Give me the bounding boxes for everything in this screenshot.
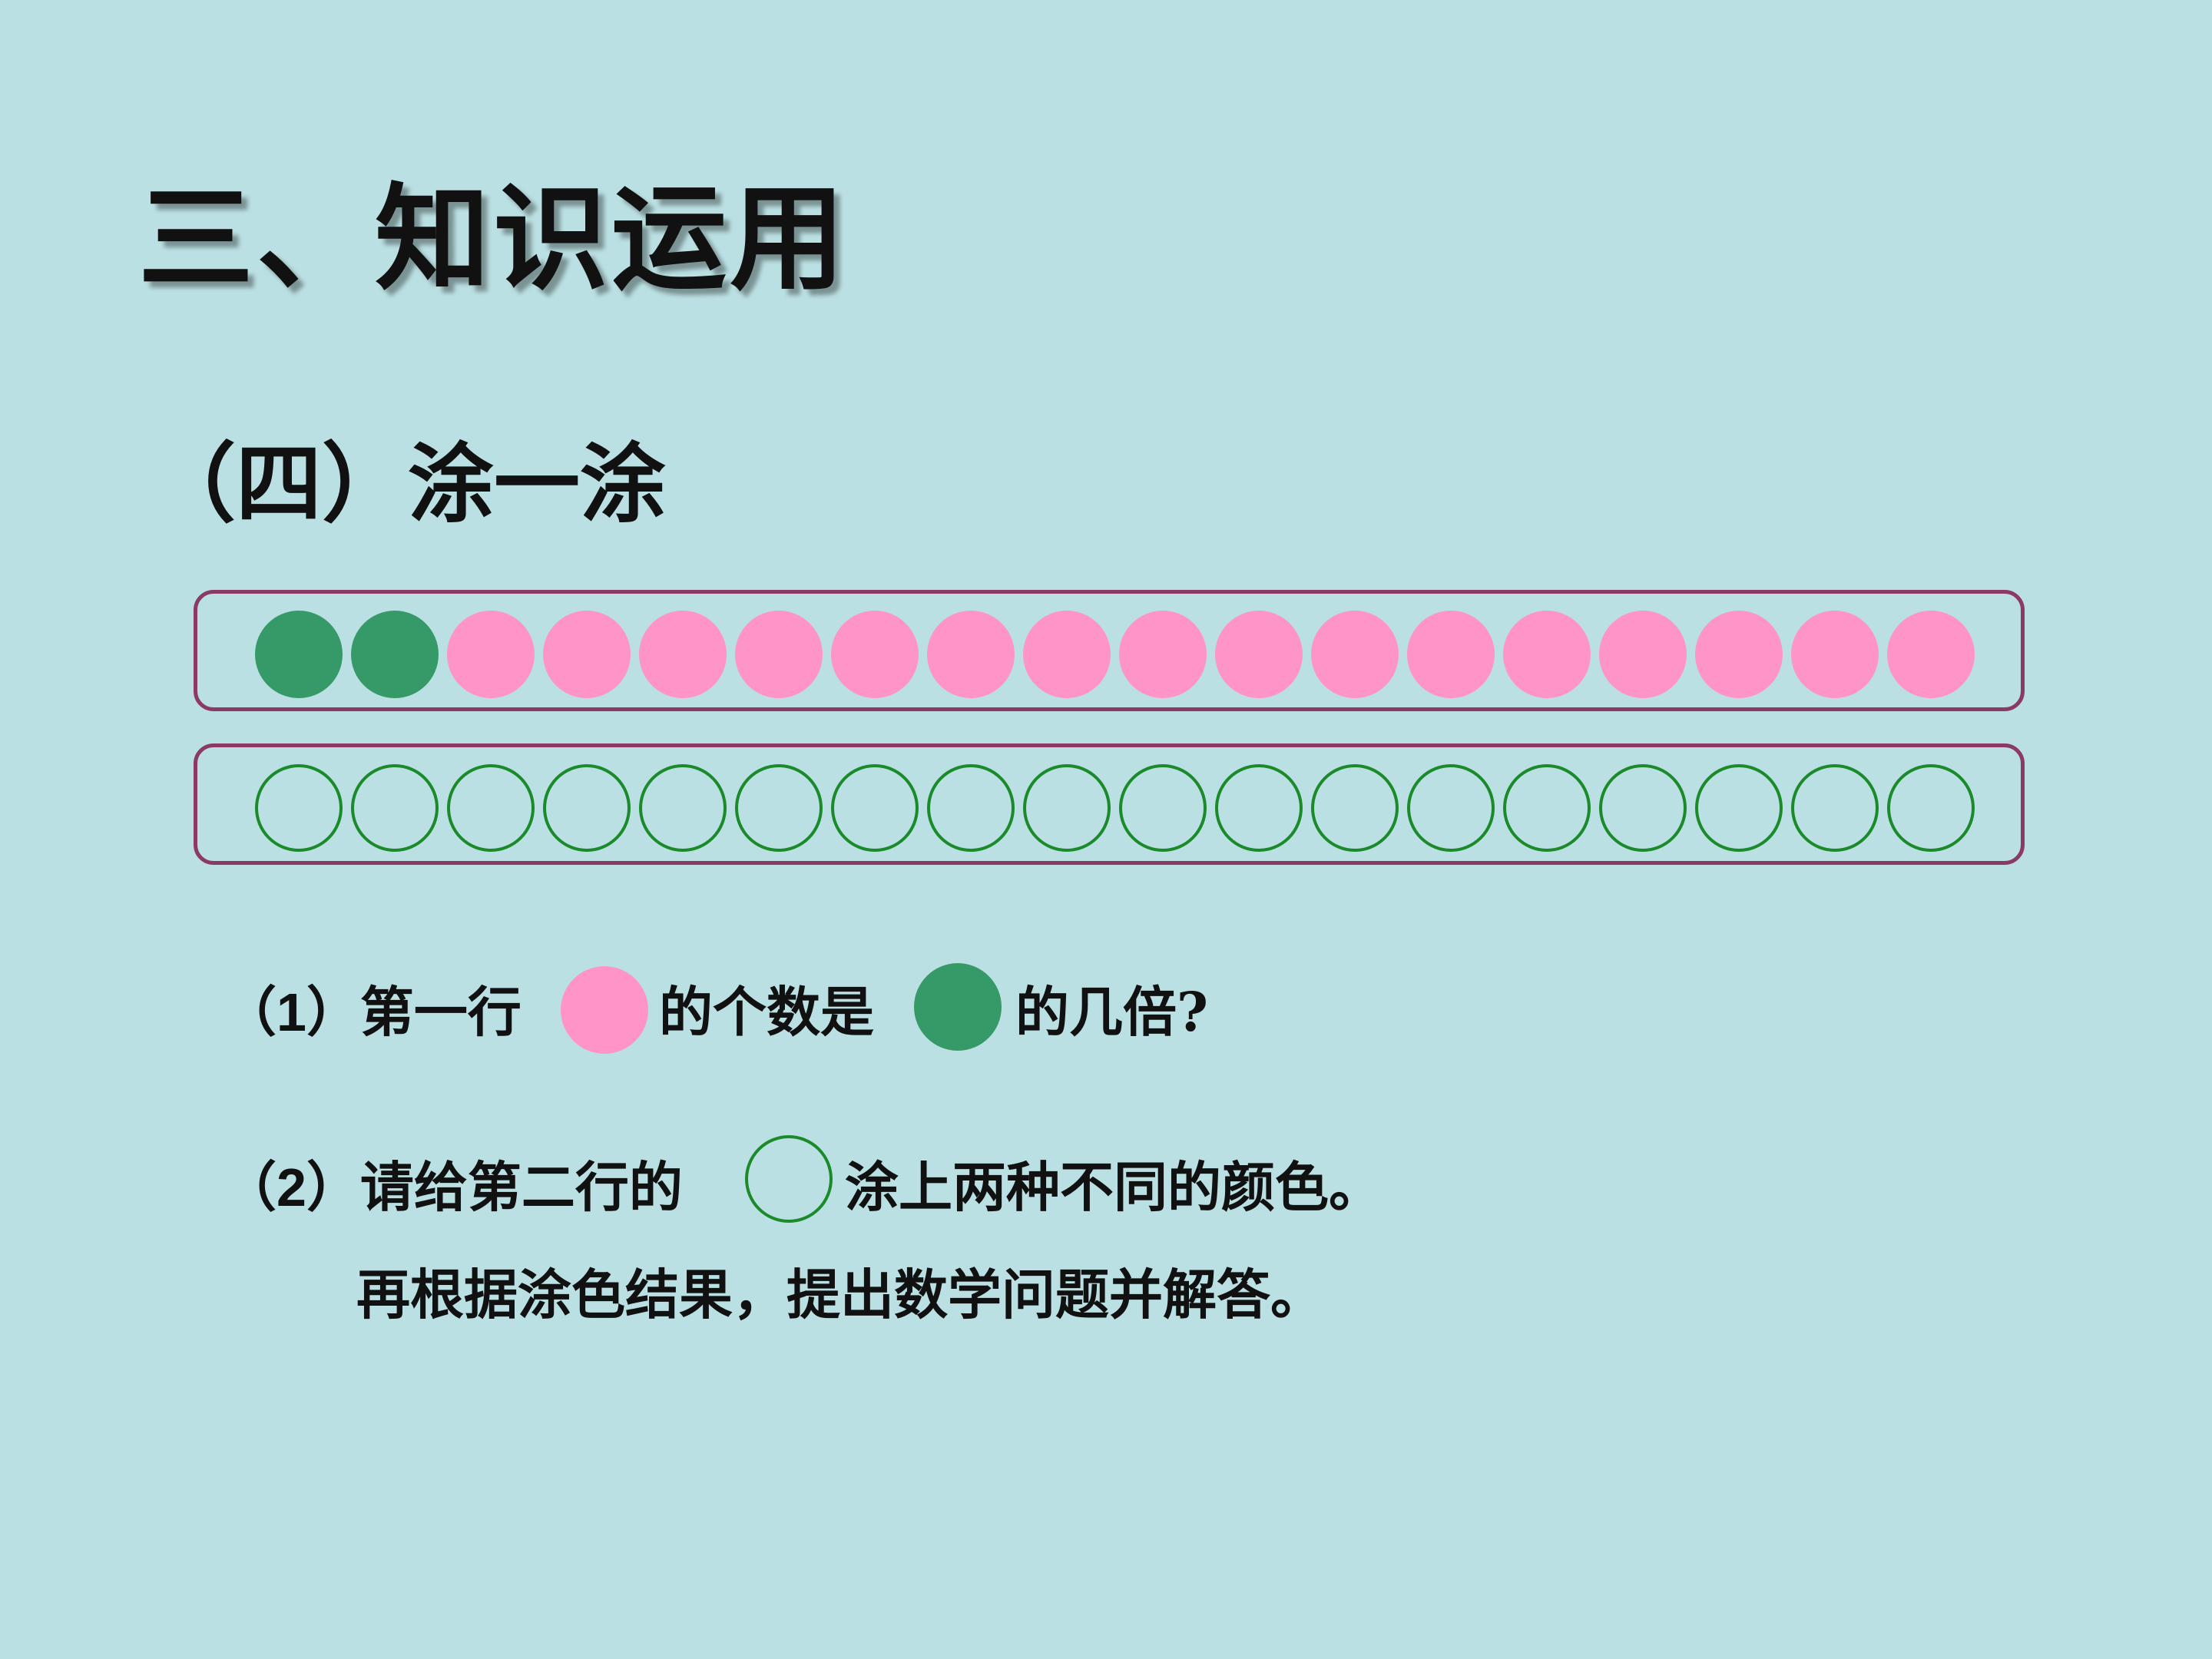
green-circle-icon xyxy=(914,963,1002,1051)
empty-circle xyxy=(1215,764,1303,852)
pink-circle xyxy=(1119,611,1207,698)
empty-circle xyxy=(639,764,727,852)
pink-circle xyxy=(1311,611,1399,698)
section-subtitle: （四）涂一涂 xyxy=(150,434,666,535)
green-circle xyxy=(255,611,343,698)
pink-circle xyxy=(1791,611,1879,698)
pink-circle xyxy=(735,611,823,698)
empty-circle xyxy=(1887,764,1975,852)
circle-row-2 xyxy=(194,743,2025,865)
question-1-middle: 的个数是 xyxy=(659,980,874,1044)
empty-circle xyxy=(1599,764,1687,852)
empty-circle xyxy=(543,764,631,852)
pink-circle xyxy=(1023,611,1111,698)
empty-circle xyxy=(255,764,343,852)
pink-circle xyxy=(1215,611,1303,698)
empty-circle xyxy=(351,764,439,852)
empty-circle xyxy=(1695,764,1783,852)
pink-circle xyxy=(447,611,535,698)
empty-circle xyxy=(1407,764,1495,852)
pink-circle xyxy=(1599,611,1687,698)
slide-title: 三、知识运用 xyxy=(138,171,849,306)
question-2-line2: 再根据涂色结果，提出数学问题并解答。 xyxy=(356,1263,1324,1326)
empty-circle xyxy=(1023,764,1111,852)
pink-circle-icon xyxy=(561,966,648,1054)
question-1-label: （1）第一行 xyxy=(223,980,522,1044)
green-circle xyxy=(351,611,439,698)
circle-row-1 xyxy=(194,590,2025,711)
empty-circle xyxy=(1311,764,1399,852)
question-2-label: （2）请给第二行的 xyxy=(223,1155,683,1219)
pink-circle xyxy=(1407,611,1495,698)
empty-circle xyxy=(1119,764,1207,852)
question-2-end: 涂上两种不同的颜色。 xyxy=(845,1155,1382,1219)
pink-circle xyxy=(639,611,727,698)
pink-circle xyxy=(1887,611,1975,698)
pink-circle xyxy=(543,611,631,698)
empty-circle xyxy=(1791,764,1879,852)
empty-circle xyxy=(1503,764,1591,852)
pink-circle xyxy=(1503,611,1591,698)
empty-circle xyxy=(447,764,535,852)
pink-circle xyxy=(831,611,919,698)
pink-circle xyxy=(927,611,1015,698)
empty-circle xyxy=(927,764,1015,852)
empty-circle xyxy=(735,764,823,852)
question-1-end: 的几倍? xyxy=(1015,980,1209,1044)
empty-circle-icon xyxy=(745,1135,833,1223)
pink-circle xyxy=(1695,611,1783,698)
empty-circle xyxy=(831,764,919,852)
